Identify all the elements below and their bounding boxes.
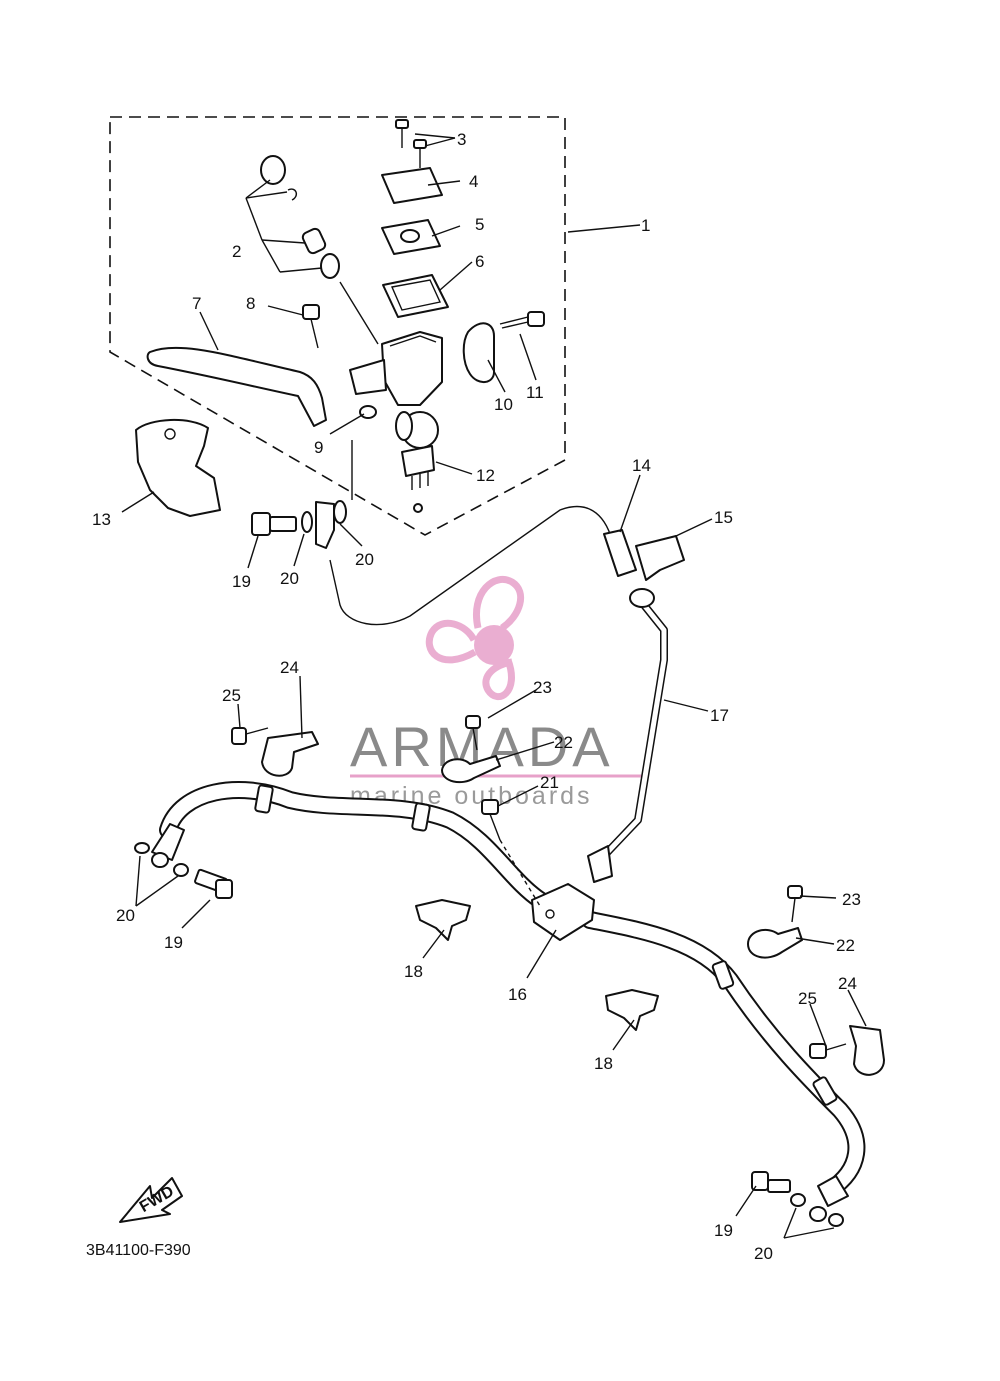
callout-19-upper: 19 — [232, 572, 251, 591]
callout-10: 10 — [494, 395, 513, 414]
reservoir-cap-part-4 — [381, 167, 443, 204]
callout-25-upper: 25 — [222, 686, 241, 705]
callout-labels: 1 2 3 4 5 6 7 8 9 10 11 12 13 14 15 16 1… — [92, 130, 861, 1263]
banjo-bolt-right — [751, 1171, 844, 1227]
bolt-part-11 — [499, 311, 545, 329]
callout-20-right: 20 — [754, 1244, 773, 1263]
callout-18-right: 18 — [594, 1054, 613, 1073]
brake-hose-part-14 — [329, 505, 613, 626]
callout-14: 14 — [632, 456, 651, 475]
callout-25-lower: 25 — [798, 989, 817, 1008]
banjo-bolt-left — [134, 842, 233, 899]
brake-joint-part-16 — [531, 883, 595, 941]
clamp-part-22-upper — [441, 715, 501, 784]
callout-23-lower: 23 — [842, 890, 861, 909]
callout-19-left: 19 — [164, 933, 183, 952]
callout-16: 16 — [508, 985, 527, 1004]
callout-22-lower: 22 — [836, 936, 855, 955]
callout-19-right: 19 — [714, 1221, 733, 1240]
diaphragm-part-6 — [382, 274, 449, 318]
switch-part-12 — [401, 445, 435, 513]
callout-5: 5 — [475, 215, 484, 234]
callout-1: 1 — [641, 216, 650, 235]
leader-lines — [121, 133, 867, 1239]
holder-part-10 — [462, 322, 495, 383]
callout-22-upper: 22 — [554, 733, 573, 752]
clamp-part-18-left — [415, 899, 471, 941]
callout-8: 8 — [246, 294, 255, 313]
brake-lever-part-7 — [146, 346, 327, 427]
callout-20-upper-a: 20 — [280, 569, 299, 588]
callout-7: 7 — [192, 294, 201, 313]
callout-3: 3 — [457, 130, 466, 149]
pivot-bolt-part-8 — [302, 304, 320, 349]
master-cylinder-body — [349, 331, 443, 449]
hose-fitting-14 — [603, 529, 637, 577]
callout-12: 12 — [476, 466, 495, 485]
callout-17: 17 — [710, 706, 729, 725]
callout-18-left: 18 — [404, 962, 423, 981]
callout-20-upper-b: 20 — [355, 550, 374, 569]
bolt-part-21 — [481, 799, 541, 907]
callout-6: 6 — [475, 252, 484, 271]
callout-2: 2 — [232, 242, 241, 261]
banjo-bolt-upper — [251, 500, 347, 549]
lever-cover-part-13 — [135, 418, 221, 517]
callout-24-upper: 24 — [280, 658, 299, 677]
callout-15: 15 — [714, 508, 733, 527]
clamp-part-22-lower — [747, 885, 803, 959]
callout-21: 21 — [540, 773, 559, 792]
forward-direction-arrow: FWD — [119, 1177, 183, 1223]
callout-11: 11 — [526, 383, 544, 402]
callout-24-lower: 24 — [838, 974, 857, 993]
screw-part-3 — [395, 119, 427, 168]
callout-9: 9 — [314, 438, 323, 457]
assembly-outline — [109, 116, 566, 536]
clamp-part-18-right — [605, 989, 659, 1031]
piston-kit-part-2 — [245, 155, 379, 345]
clip-part-15 — [635, 535, 685, 581]
clamp-part-24-upper — [231, 727, 319, 777]
callout-20-left: 20 — [116, 906, 135, 925]
nut-part-9 — [359, 405, 377, 419]
clamp-part-24-lower — [809, 1025, 885, 1076]
diagram-code: 3B41100-F390 — [86, 1242, 191, 1259]
callout-13: 13 — [92, 510, 111, 529]
callout-4: 4 — [469, 172, 478, 191]
watermark-logo — [425, 575, 525, 700]
callout-23-upper: 23 — [533, 678, 552, 697]
